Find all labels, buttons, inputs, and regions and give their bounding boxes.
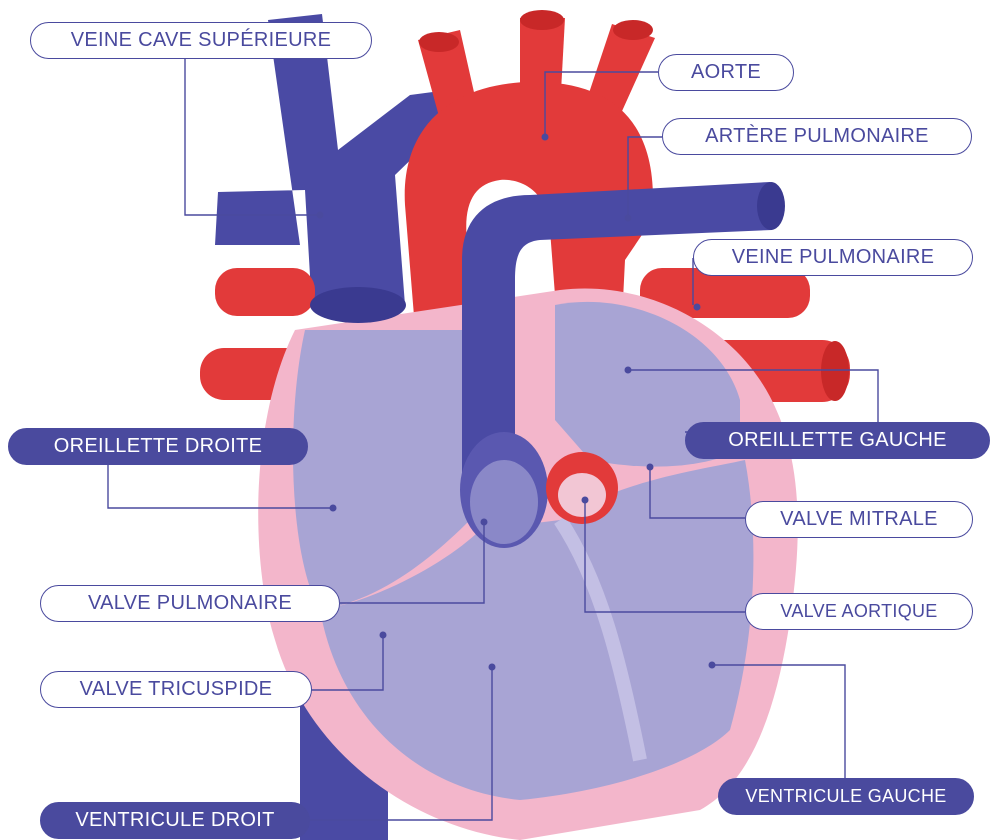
dot-veine-cave: [317, 212, 324, 219]
dot-valve-tricuspide: [380, 632, 387, 639]
dot-oreillette-droite: [330, 505, 337, 512]
label-oreillette-droite: OREILLETTE DROITE: [8, 428, 308, 465]
dot-valve-mitrale: [647, 464, 654, 471]
aorta-branch-top-1: [419, 32, 459, 52]
label-valve-mitrale: VALVE MITRALE: [745, 501, 973, 538]
dot-valve-pulmonaire: [481, 519, 488, 526]
label-valve-tricuspide: VALVE TRICUSPIDE: [40, 671, 312, 708]
dot-ventricule-gauche: [709, 662, 716, 669]
pulmonary-valve-opening: [470, 460, 538, 544]
dot-valve-aortique: [582, 497, 589, 504]
label-valve-pulmonaire: VALVE PULMONAIRE: [40, 585, 340, 622]
pulmonary-artery-end: [757, 182, 785, 230]
superior-vena-cava-opening: [310, 287, 406, 323]
pulmonary-vein-left-1: [215, 268, 315, 316]
label-ventricule-droit: VENTRICULE DROIT: [40, 802, 310, 839]
label-veine-cave-superieure: VEINE CAVE SUPÉRIEURE: [30, 22, 372, 59]
aorta-branch-top-3: [613, 20, 653, 40]
dot-aorte: [542, 134, 549, 141]
dot-ventricule-droit: [489, 664, 496, 671]
label-artere-pulmonaire: ARTÈRE PULMONAIRE: [662, 118, 972, 155]
aortic-valve-opening: [558, 473, 606, 517]
label-veine-pulmonaire: VEINE PULMONAIRE: [693, 239, 973, 276]
label-valve-aortique: VALVE AORTIQUE: [745, 593, 973, 630]
dot-veine-pulmonaire: [694, 304, 701, 311]
label-ventricule-gauche: VENTRICULE GAUCHE: [718, 778, 974, 815]
aorta-branch-top-2: [520, 10, 564, 30]
pulmonary-vein-right-opening: [821, 341, 849, 401]
label-oreillette-gauche: OREILLETTE GAUCHE: [685, 422, 990, 459]
dot-oreillette-gauche: [625, 367, 632, 374]
dot-artere-pulmonaire: [625, 215, 632, 222]
label-aorte: AORTE: [658, 54, 794, 91]
